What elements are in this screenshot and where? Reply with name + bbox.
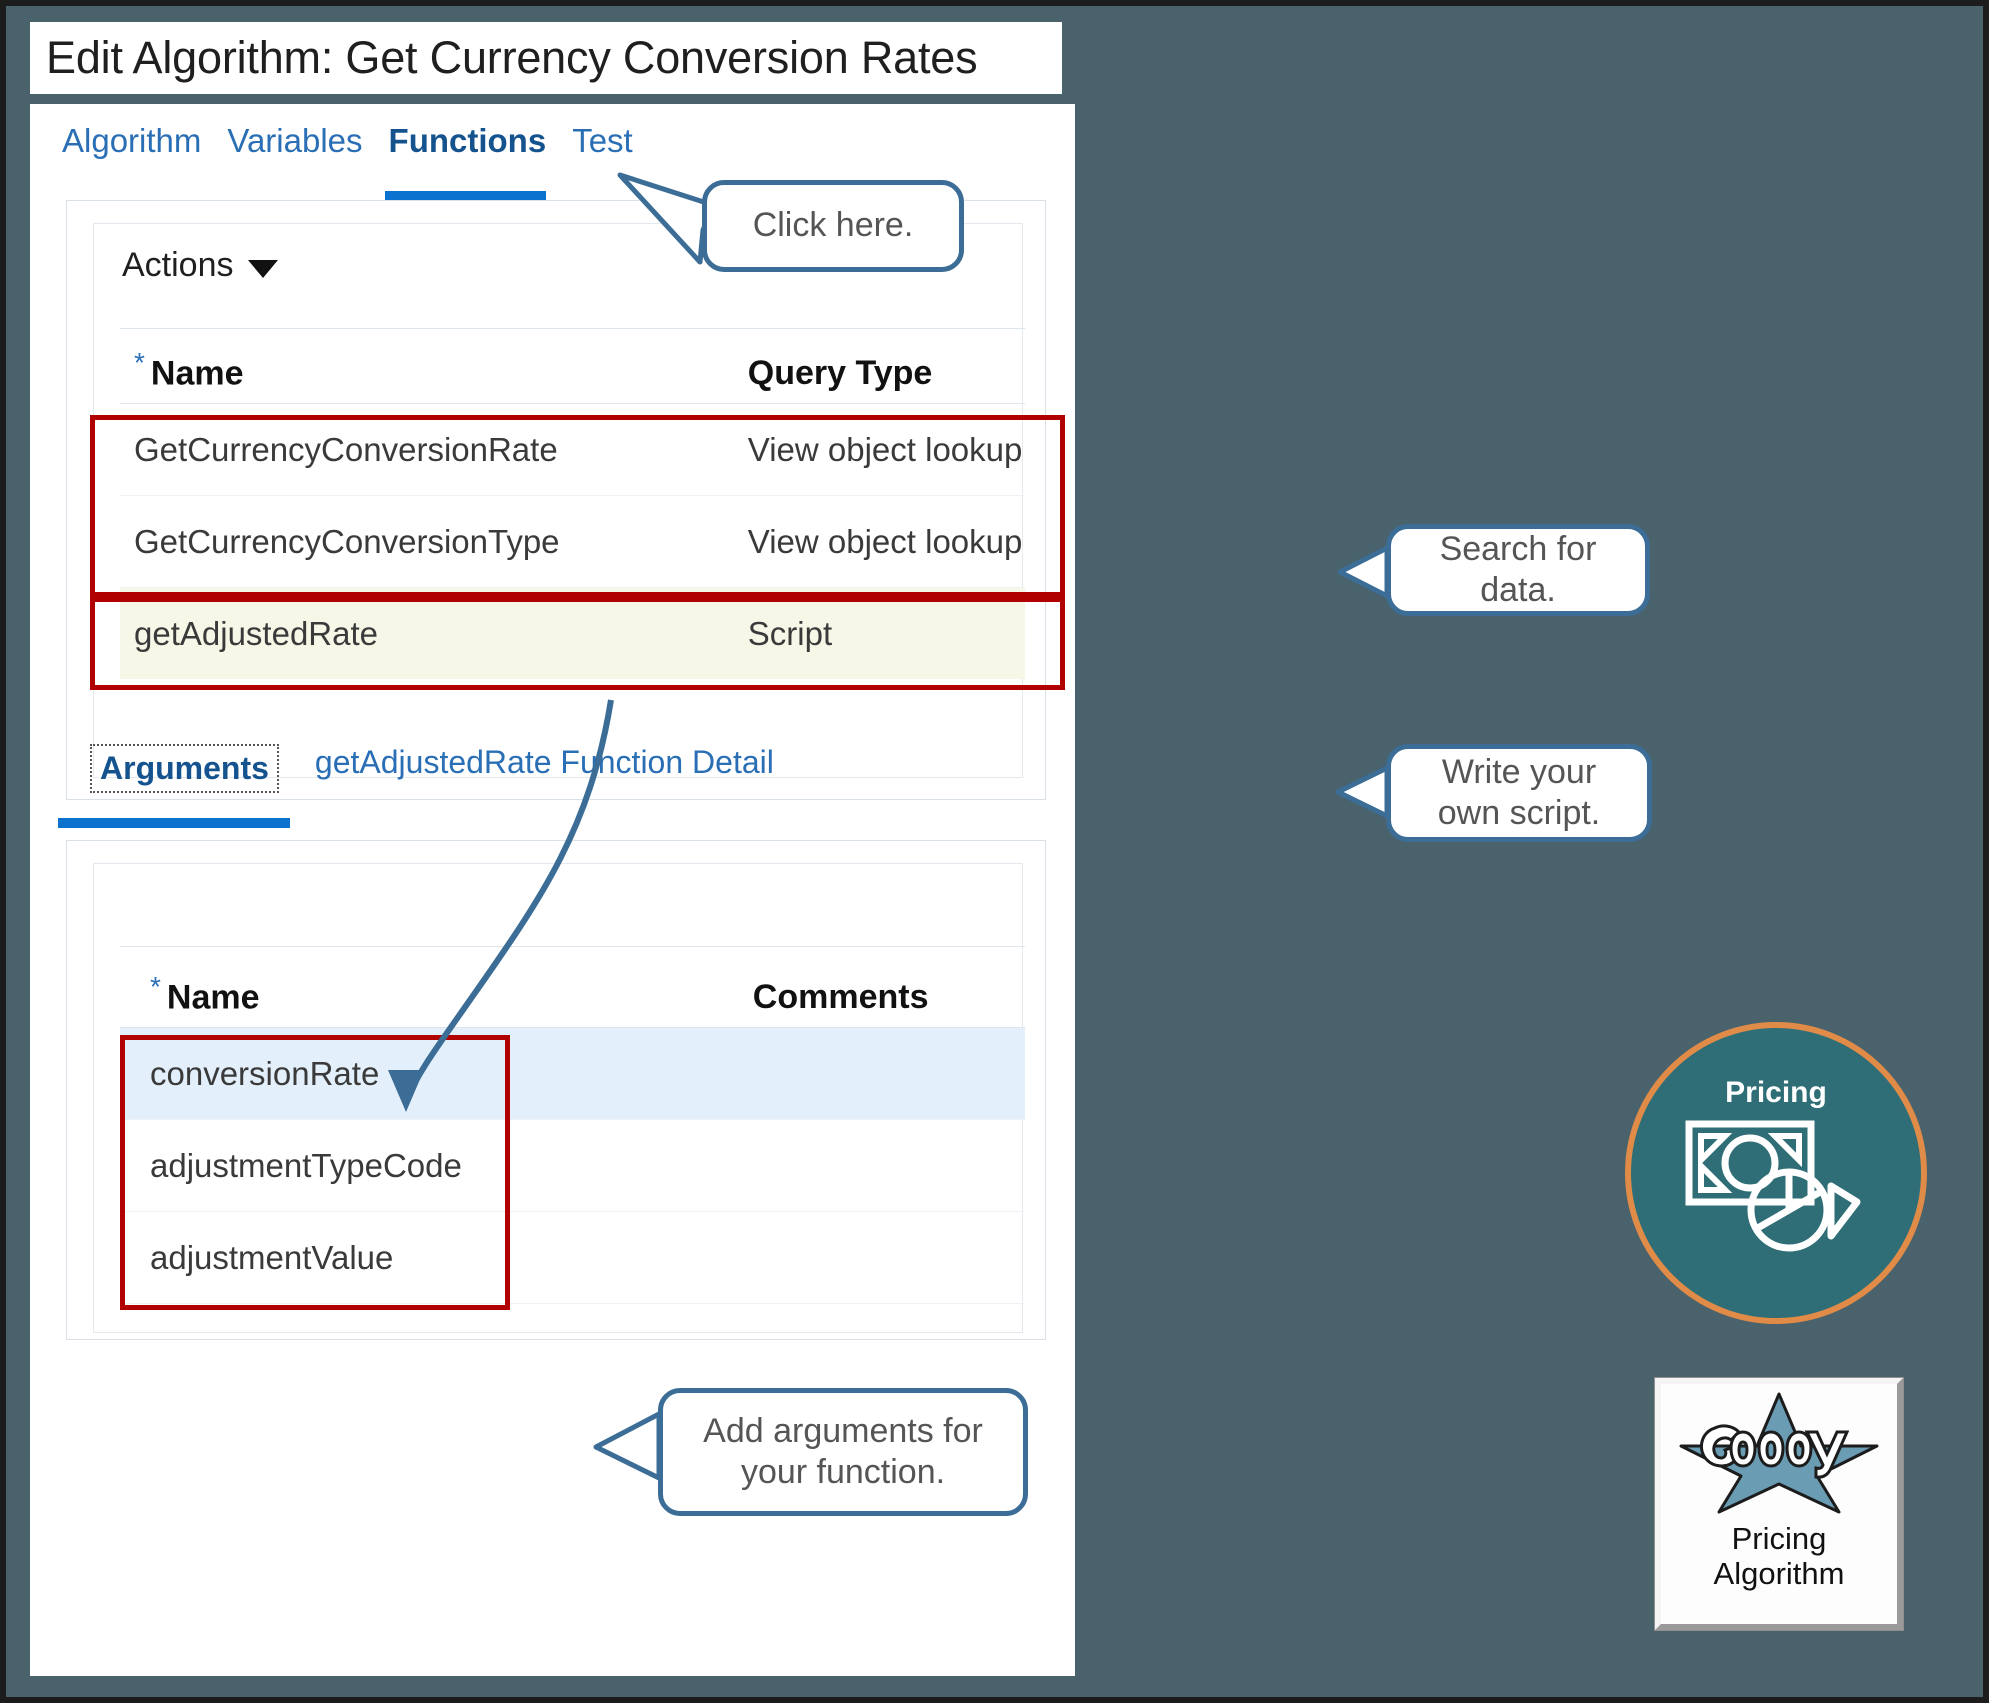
arguments-table: *Name Comments conversionRate adjustment… [120,946,1025,1304]
page-title: Edit Algorithm: Get Currency Conversion … [46,32,978,83]
groovy-caption-line-1: Pricing [1731,1521,1827,1556]
argument-name-cell: adjustmentValue [150,1238,394,1276]
functions-inner-card: Actions *Name Query Type GetCurrencyConv… [93,223,1025,778]
functions-card: Actions *Name Query Type GetCurrencyConv… [66,200,1046,800]
callout-add-arguments-text: Add arguments for your function. [703,1411,983,1491]
tab-functions-active-underline [384,191,547,200]
callout-add-arguments: Add arguments for your function. [658,1388,1028,1516]
functions-col-query-type: Query Type [747,354,933,392]
functions-col-name: *Name [120,347,748,403]
arguments-col-name: *Name [120,971,753,1027]
functions-table: *Name Query Type GetCurrencyConversionRa… [120,328,1025,679]
tab-variables-label: Variables [227,122,363,159]
arguments-inner-card: *Name Comments conversionRate adjustment… [93,863,1025,1333]
tab-algorithm[interactable]: Algorithm [58,118,223,174]
tab-function-detail-label: getAdjustedRate Function Detail [314,744,774,780]
function-query-type-cell: View object lookup [747,522,1023,560]
groovy-badge-caption: Pricing Algorithm [1713,1521,1845,1591]
table-row[interactable]: conversionRate [120,1028,1025,1120]
groovy-caption-line-2: Algorithm [1713,1555,1845,1591]
callout-write-own-script: Write your own script. [1386,744,1652,842]
callout-click-here: Click here. [702,180,964,272]
chevron-down-icon [247,259,278,278]
window-title-bar: Edit Algorithm: Get Currency Conversion … [30,22,1062,94]
tab-arguments[interactable]: Arguments [90,744,279,793]
pricing-badge: Pricing [1625,1022,1927,1324]
tab-functions[interactable]: Functions [384,118,569,200]
callout-write-own-script-text: Write your own script. [1437,752,1601,832]
tab-test-label: Test [572,122,633,159]
arguments-col-comments: Comments [752,978,929,1016]
table-row[interactable]: GetCurrencyConversionRate View object lo… [120,404,1025,496]
table-row[interactable]: adjustmentValue [120,1212,1025,1304]
function-name-cell: GetCurrencyConversionType [134,522,560,560]
tab-functions-label: Functions [388,122,547,159]
actions-menu[interactable]: Actions [122,246,278,285]
tab-arguments-active-underline [58,818,290,828]
required-marker-icon: * [134,346,145,378]
banknote-pie-chart-icon [1685,1120,1861,1252]
function-name-cell: getAdjustedRate [134,614,379,652]
arguments-col-name-label: Name [166,978,260,1016]
table-row[interactable]: GetCurrencyConversionType View object lo… [120,496,1025,588]
detail-tab-bar: Arguments getAdjustedRate Function Detai… [90,744,774,793]
tab-arguments-label: Arguments [100,750,269,786]
arguments-table-header: *Name Comments [120,946,1025,1028]
callout-search-for-data-text: Search for data. [1439,529,1597,609]
groovy-logo-icon [1679,1392,1879,1514]
argument-name-cell: adjustmentTypeCode [150,1146,462,1184]
table-row[interactable]: adjustmentTypeCode [120,1120,1025,1212]
tab-algorithm-label: Algorithm [62,122,202,159]
pricing-badge-label: Pricing [1725,1076,1827,1109]
application-panel: Algorithm Variables Functions Test Actio… [30,104,1075,1676]
functions-table-header: *Name Query Type [120,328,1025,404]
functions-col-name-label: Name [150,354,244,392]
tab-variables[interactable]: Variables [223,118,384,174]
tab-test[interactable]: Test [568,118,655,174]
function-name-cell: GetCurrencyConversionRate [134,430,558,468]
callout-click-here-text: Click here. [752,206,914,245]
function-query-type-cell: Script [747,614,833,652]
actions-menu-label: Actions [122,246,234,284]
function-query-type-cell: View object lookup [747,430,1023,468]
groovy-pricing-algorithm-badge: Pricing Algorithm [1655,1378,1903,1630]
argument-name-cell: conversionRate [150,1054,380,1092]
arguments-card: *Name Comments conversionRate adjustment… [66,840,1046,1340]
required-marker-icon: * [150,970,161,1002]
table-row[interactable]: getAdjustedRate Script [120,588,1025,679]
main-tab-bar: Algorithm Variables Functions Test [58,118,655,200]
tab-function-detail[interactable]: getAdjustedRate Function Detail [315,744,774,781]
callout-search-for-data: Search for data. [1386,524,1650,616]
